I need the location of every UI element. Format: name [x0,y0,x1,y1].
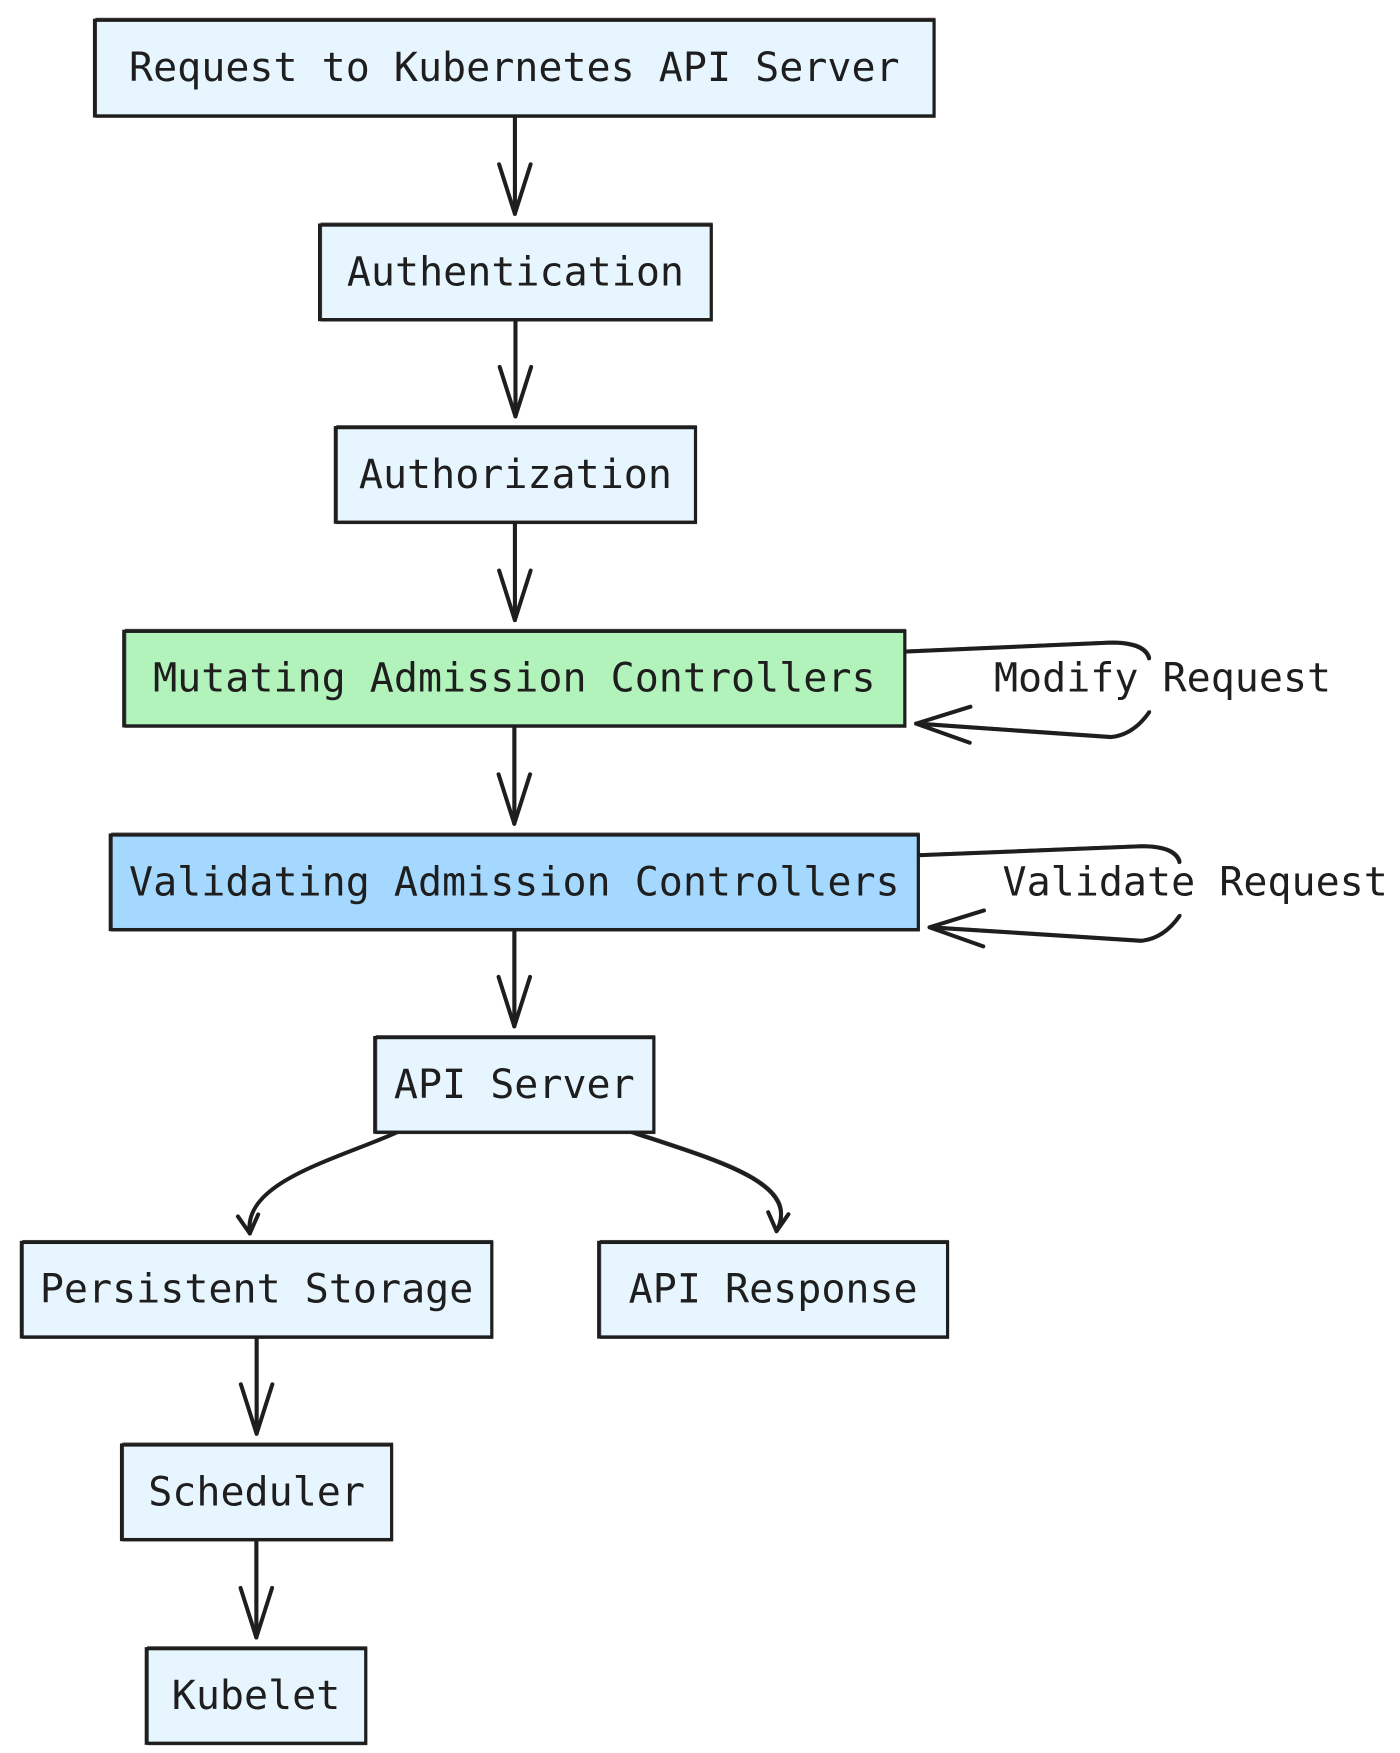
node-label: Mutating Admission Controllers [153,656,875,702]
node-mutating: Mutating Admission Controllers [122,628,907,728]
node-box-sketch [124,628,907,728]
node-box [333,426,698,524]
edge-line-sketch [249,1130,400,1234]
node-api-server: API Server [373,1035,656,1135]
edge-line-sketch [918,844,1182,941]
node-box-sketch [147,1646,368,1746]
node-label: Scheduler [148,1469,365,1515]
edge-authorization-to-mutating [497,520,533,623]
arrow-head-icon [927,908,986,949]
edge-validating-to-validating: Validate Request [916,844,1388,949]
nodes-layer: Request to Kubernetes API ServerAuthenti… [19,17,950,1746]
node-box-sketch [375,1035,656,1135]
node-scheduler: Scheduler [119,1442,394,1542]
node-kubelet: Kubelet [144,1646,368,1746]
node-box [108,833,920,932]
edge-authentication-to-authorization [497,317,534,419]
arrow-head-icon [238,1585,275,1640]
edge-label: Validate Request [1003,859,1388,905]
node-label: Authorization [359,452,672,498]
arrow-head-icon [496,772,533,826]
node-box-sketch [336,425,697,525]
node-box-sketch [320,222,713,322]
edge-line-sketch [905,640,1152,737]
node-persistent-storage: Persistent Storage [19,1239,494,1339]
arrow-head-icon [914,704,973,745]
arrow-head-icon [497,364,534,419]
node-label: API Response [629,1267,918,1313]
node-box-sketch [22,1239,494,1339]
arrow-head-icon [235,1212,261,1236]
edge-mutating-to-validating [496,723,533,826]
node-authorization: Authorization [333,425,698,525]
edge-request-to-authentication [497,113,533,216]
node-box [597,1240,950,1339]
edge-mutating-to-mutating: Modify Request [902,640,1331,745]
node-box [144,1647,368,1745]
node-box [92,18,936,118]
node-request: Request to Kubernetes API Server [92,17,936,118]
edge-label: Modify Request [994,656,1331,702]
node-box-sketch [599,1239,949,1339]
node-box-sketch [122,1442,394,1542]
edge-validating-to-api-server [496,927,533,1029]
edge-scheduler-to-kubelet [238,1537,275,1640]
node-label: Authentication [347,249,684,295]
node-api-response: API Response [597,1239,950,1339]
arrow-head-icon [766,1210,791,1234]
node-box [373,1036,656,1134]
node-box-sketch [111,832,920,932]
node-label: Validating Admission Controllers [129,859,900,905]
node-label: Request to Kubernetes API Server [129,45,900,91]
edge-api-server-to-api-response [629,1130,791,1234]
edge-line [247,1130,400,1236]
node-label: API Server [394,1062,635,1108]
arrow-head-icon [238,1382,275,1436]
node-box-sketch [95,17,936,118]
edge-line-sketch [631,1130,784,1231]
edge-persistent-storage-to-scheduler [238,1334,275,1436]
arrow-head-icon [497,568,533,623]
node-authentication: Authentication [318,222,713,322]
arrow-head-icon [497,162,533,216]
edge-line [629,1130,784,1234]
node-box [19,1240,494,1339]
arrow-head-icon [496,974,533,1029]
node-label: Kubelet [172,1673,341,1719]
node-validating: Validating Admission Controllers [108,832,920,932]
node-box [122,629,907,728]
node-label: Persistent Storage [40,1267,473,1313]
edge-api-server-to-persistent-storage [235,1130,400,1236]
